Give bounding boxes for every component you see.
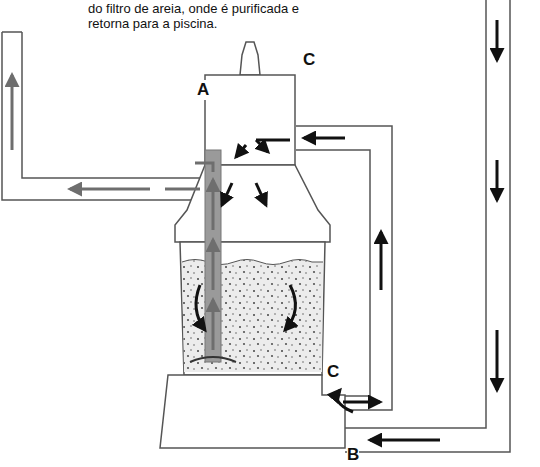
clean-water-arrows [12,75,213,350]
caption-text: do filtro de areia, onde é purificada e … [88,2,338,32]
pipes [2,0,510,452]
water-line [182,260,323,265]
point-label-holder: A [197,80,209,100]
point-label: A [197,80,209,100]
caption-text-holder: do filtro de areia, onde é purificada e … [88,2,338,32]
center-pipe [205,150,221,362]
filter-body [160,42,345,448]
collector [190,357,236,362]
dirty-water-arrows [196,20,497,440]
sand-bed [182,260,323,373]
point-label-holder: C [303,50,315,70]
point-label-holder: C [327,362,339,382]
point-label: C [327,362,339,382]
point-label-holder: B [347,445,359,465]
point-label: C [303,50,315,70]
water [182,260,323,373]
point-label: B [347,445,359,465]
